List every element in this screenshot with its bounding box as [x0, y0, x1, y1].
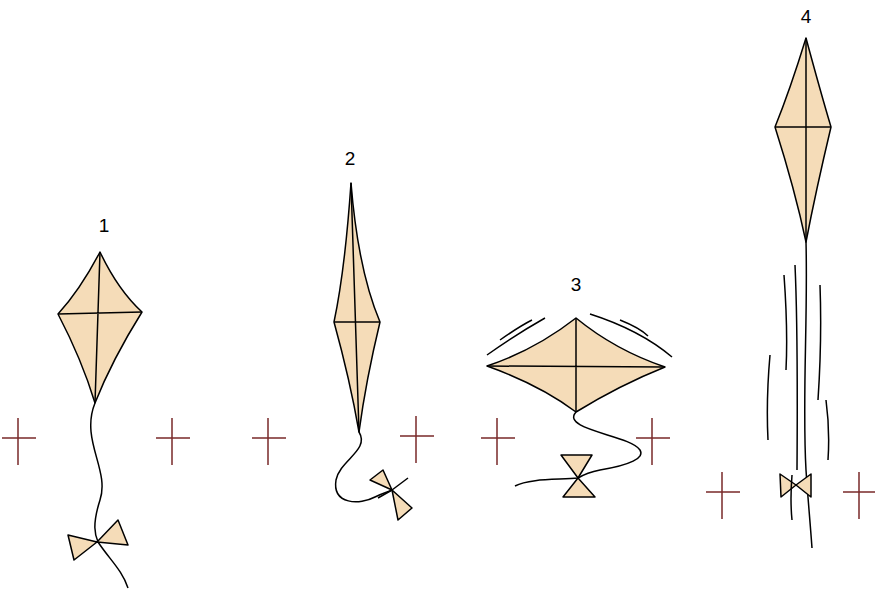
callout-number: 2	[345, 149, 356, 168]
kite-4	[767, 38, 831, 548]
kite-2	[334, 183, 412, 520]
callout-number: 4	[801, 7, 812, 26]
cross-marks	[2, 416, 875, 519]
callout-number: 3	[571, 275, 582, 294]
kite-3	[487, 314, 672, 497]
callout-number: 1	[99, 216, 110, 235]
kite-1	[58, 252, 142, 588]
